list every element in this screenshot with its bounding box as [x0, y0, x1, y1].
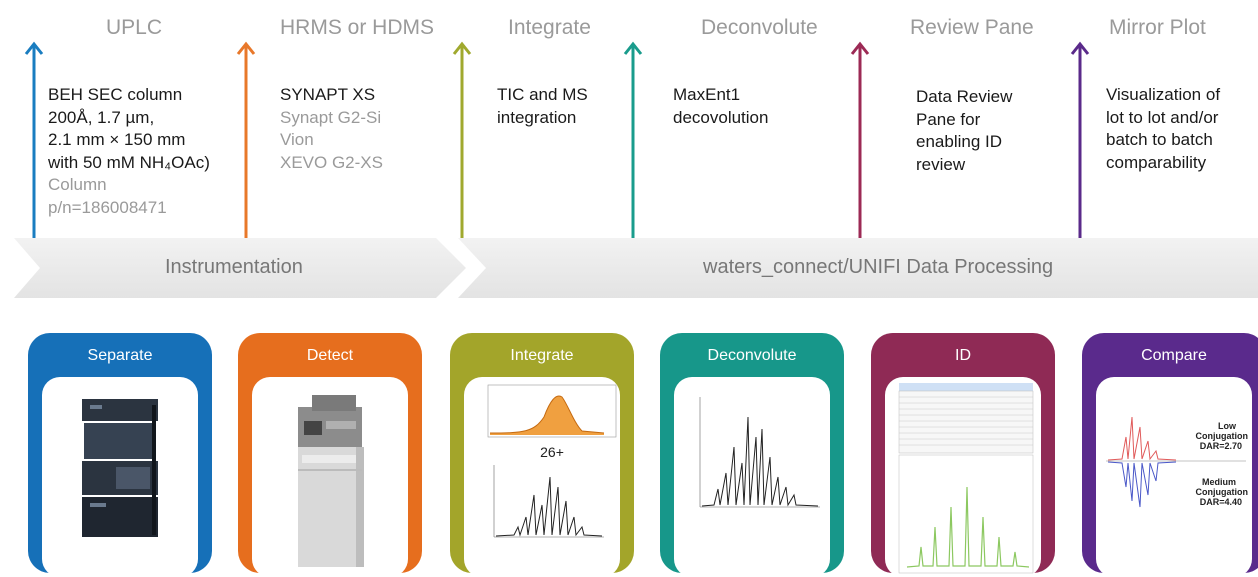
uplc-instrument-image: [42, 377, 198, 577]
step-mirror-plot: Mirror Plot Visualization of lot to lot …: [1070, 0, 1258, 240]
step-description: TIC and MS integration: [497, 84, 637, 129]
upper-sample-label-line: Conjugation: [1196, 431, 1249, 441]
card-title: Detect: [306, 347, 354, 364]
lower-sample-label-line: Medium: [1202, 477, 1236, 487]
review-pane-screenshot: [885, 377, 1041, 577]
arrow-up-icon: [24, 41, 44, 240]
desc-line: batch to batch: [1106, 130, 1213, 149]
desc-line: enabling ID: [916, 132, 1003, 151]
card-deconvolute: Deconvolute: [660, 333, 844, 577]
arrow-up-icon: [1070, 41, 1090, 240]
step-title: Review Pane: [910, 16, 1034, 39]
tic-and-spectrum-plots: 26+: [464, 377, 620, 577]
instrumentation-label: Instrumentation: [165, 256, 303, 278]
card-integrate: Integrate 26+: [450, 333, 634, 577]
upper-sample-label-line: DAR=2.70: [1200, 441, 1242, 451]
step-description: Data Review Pane for enabling ID review: [916, 86, 1046, 176]
step-title: Deconvolute: [701, 16, 818, 39]
card-detect: Detect: [238, 333, 422, 577]
arrow-up-icon: [850, 41, 870, 240]
step-description: MaxEnt1 decovolution: [673, 84, 813, 129]
step-description: BEH SEC column 200Å, 1.7 µm, 2.1 mm × 15…: [48, 84, 248, 219]
arrow-up-icon: [623, 41, 643, 240]
desc-line: 2.1 mm × 150 mm: [48, 130, 186, 149]
deconvoluted-spectrum-plot: [674, 377, 830, 577]
data-processing-label: waters_connect/UNIFI Data Processing: [703, 256, 1054, 278]
step-title: UPLC: [106, 16, 163, 39]
desc-line: BEH SEC column: [48, 85, 183, 104]
desc-line: Column: [48, 175, 107, 194]
desc-line: MaxEnt1: [673, 85, 741, 104]
step-hrms: HRMS or HDMS SYNAPT XS Synapt G2-Si Vion…: [236, 0, 456, 240]
mirror-plot: Low Conjugation DAR=2.70 Medium Conjugat…: [1096, 377, 1252, 577]
step-deconvolute: Deconvolute MaxEnt1 decovolution: [623, 0, 823, 240]
desc-line: TIC and MS: [497, 85, 588, 104]
step-title: Mirror Plot: [1109, 16, 1206, 39]
card-title: ID: [955, 347, 971, 364]
instrumentation-chevron: [14, 238, 466, 298]
step-uplc: UPLC BEH SEC column 200Å, 1.7 µm, 2.1 mm…: [24, 0, 224, 240]
lower-sample-label-line: DAR=4.40: [1200, 497, 1242, 507]
desc-line: decovolution: [673, 107, 769, 127]
lower-sample-label-line: Conjugation: [1196, 487, 1249, 497]
arrow-up-icon: [452, 41, 472, 240]
charge-state-label: 26+: [540, 444, 564, 460]
desc-line: lot to lot and/or: [1106, 107, 1219, 127]
desc-line: Visualization of: [1106, 85, 1221, 104]
step-title: Integrate: [508, 16, 591, 39]
desc-line: integration: [497, 107, 577, 127]
card-separate: Separate: [28, 333, 212, 577]
card-title: Compare: [1141, 347, 1207, 364]
mass-spectrometer-image: [252, 377, 408, 577]
desc-line: p/n=186008471: [48, 197, 167, 217]
desc-line: Data Review: [916, 87, 1013, 106]
desc-line: Pane for: [916, 109, 981, 129]
card-compare: Compare Low Conjugation DAR=2.70 Medium …: [1082, 333, 1258, 577]
step-description: Visualization of lot to lot and/or batch…: [1106, 84, 1256, 174]
card-title: Integrate: [510, 347, 574, 364]
desc-line: Synapt G2-Si: [280, 107, 382, 127]
card-title: Deconvolute: [707, 347, 797, 364]
card-id: ID: [871, 333, 1055, 577]
desc-line: XEVO G2-XS: [280, 152, 383, 172]
card-title: Separate: [87, 347, 153, 364]
desc-line: comparability: [1106, 152, 1207, 172]
step-title: HRMS or HDMS: [280, 16, 435, 39]
step-integrate: Integrate TIC and MS integration: [452, 0, 622, 240]
desc-line: Vion: [280, 130, 314, 149]
desc-line: with 50 mM NH₄OAc): [48, 152, 210, 172]
desc-line: SYNAPT XS: [280, 85, 376, 104]
data-processing-chevron: [458, 238, 1258, 298]
arrow-up-icon: [236, 41, 256, 240]
desc-line: review: [916, 154, 966, 174]
desc-line: 200Å, 1.7 µm,: [48, 107, 155, 127]
process-chevron-bar: [14, 238, 1258, 298]
step-review-pane: Review Pane Data Review Pane for enablin…: [850, 0, 1050, 240]
step-description: SYNAPT XS Synapt G2-Si Vion XEVO G2-XS: [280, 84, 450, 174]
upper-sample-label-line: Low: [1218, 421, 1237, 431]
